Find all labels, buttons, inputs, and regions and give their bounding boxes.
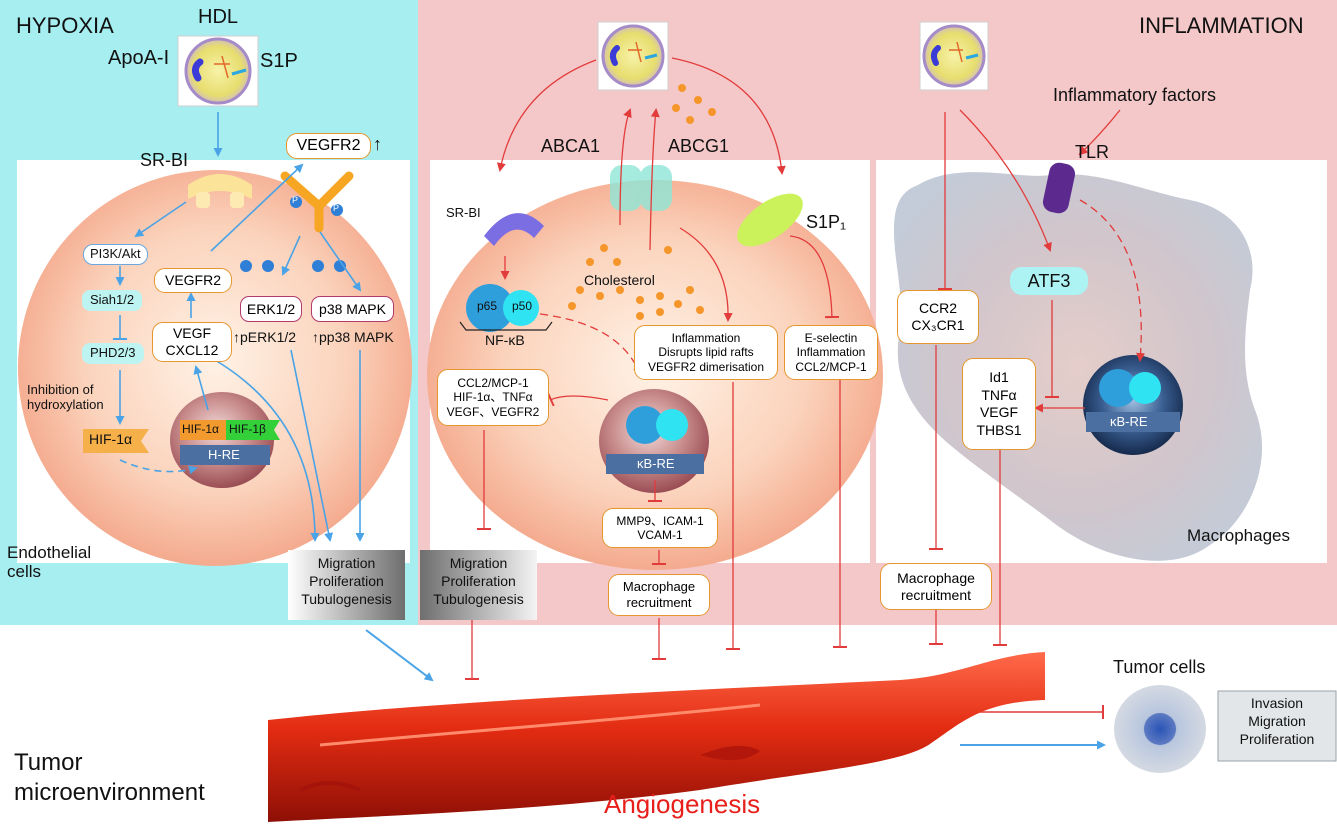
abca1-abcg1-transporter xyxy=(610,165,672,211)
ccl2-box: CCL2/MCP-1 HIF-1α、TNFα VEGF、VEGFR2 xyxy=(437,369,549,426)
abca1-label: ABCA1 xyxy=(541,136,601,156)
hif1b-label: HIF-1β xyxy=(229,422,266,436)
tumor-cell xyxy=(1114,685,1206,773)
tlr-label: TLR xyxy=(1075,142,1110,162)
tumor-cells-label: Tumor cells xyxy=(1113,657,1206,677)
pp38-label: ↑pp38 MAPK xyxy=(312,329,394,345)
outcome-box-middle xyxy=(420,550,537,620)
perk-label: ↑pERK1/2 xyxy=(233,329,297,345)
s1p1-label: S1P₁ xyxy=(806,212,847,232)
mmp9-box: MMP9、ICAM-1 VCAM-1 xyxy=(602,508,718,548)
middle-outcome-text: Migration Proliferation Tubulogenesis xyxy=(433,555,524,608)
hdl-particle xyxy=(177,35,259,107)
endothelial-label: Endothelial cells xyxy=(7,543,92,582)
outcome-box-hypoxia xyxy=(288,550,405,620)
pi3k-akt-node: PI3K/Akt xyxy=(83,244,148,265)
p50-subunit xyxy=(503,290,539,326)
phosphate-label: P xyxy=(292,195,299,205)
abcg1-label: ABCG1 xyxy=(668,136,730,156)
p50-label: p50 xyxy=(512,299,533,313)
blood-vessel xyxy=(268,652,1045,822)
hdl-particle-2 xyxy=(597,21,669,91)
vegfr2-box: VEGFR2 xyxy=(154,268,232,293)
erk-node: ERK1/2 xyxy=(240,296,302,322)
cholesterol-dots xyxy=(568,84,716,320)
atf3-node: ATF3 xyxy=(1010,267,1088,296)
p65-subunit xyxy=(466,284,514,332)
phosphate-label: P xyxy=(333,203,340,213)
inhibition-label: Inhibition of hydroxylation xyxy=(27,382,104,412)
hypoxia-outcome-text: Migration Proliferation Tubulogenesis xyxy=(301,555,392,608)
id1-box: Id1 TNFα VEGF THBS1 xyxy=(962,358,1036,450)
cholesterol-label: Cholesterol xyxy=(584,272,655,288)
s1p-label: S1P xyxy=(260,50,298,72)
hif1a-complex-label: HIF-1α xyxy=(182,422,219,436)
apoa1-label: ApoA-I xyxy=(108,47,170,69)
srbi-label-2: SR-BI xyxy=(446,205,481,220)
hif1a-label: HIF-1α xyxy=(89,431,133,447)
vegfr2-top-box: VEGFR2 xyxy=(286,133,371,159)
inflammation-title: INFLAMMATION xyxy=(1139,13,1304,38)
p65-label: p65 xyxy=(477,299,498,313)
endothelial-cell xyxy=(18,170,412,566)
p38-node: p38 MAPK xyxy=(311,296,394,322)
vegf-cxcl12-box: VEGF CXCL12 xyxy=(152,322,232,362)
tumor-outcome-box: Invasion Migration Proliferation xyxy=(1239,695,1315,748)
macrophage-nucleus xyxy=(1083,355,1183,455)
nfkb-label: NF-κB xyxy=(485,332,525,348)
s1p1-receptor xyxy=(737,193,803,247)
hdl-label: HDL xyxy=(198,6,239,28)
macrophage-recruitment-box-2: Macrophage recruitment xyxy=(880,563,992,610)
ccr2-box: CCR2 CX₃CR1 xyxy=(897,290,979,344)
up-arrow: ↑ xyxy=(373,134,382,154)
eselectin-box: E-selectin Inflammation CCL2/MCP-1 xyxy=(784,325,878,380)
macrophage-cell xyxy=(893,172,1263,561)
macrophages-label: Macrophages xyxy=(1187,526,1291,545)
hre-label: H-RE xyxy=(208,447,240,462)
tlr-receptor xyxy=(1042,162,1076,214)
srbi-receptor-2 xyxy=(484,213,544,246)
hypoxia-title: HYPOXIA xyxy=(16,13,114,38)
srbi-label: SR-BI xyxy=(140,150,189,170)
kbre-label-2: κB-RE xyxy=(1110,414,1148,429)
tumor-microenvironment-label: Tumor microenvironment xyxy=(14,749,205,806)
angiogenesis-label: Angiogenesis xyxy=(604,789,761,819)
phd-node: PHD2/3 xyxy=(82,343,144,364)
siah-node: Siah1/2 xyxy=(82,290,143,311)
inflammatory-factors-label: Inflammatory factors xyxy=(1053,85,1217,105)
macrophage-recruitment-box: Macrophage recruitment xyxy=(608,574,710,616)
kbre-label: κB-RE xyxy=(637,456,675,471)
hdl-particle-3 xyxy=(919,21,989,91)
lipid-raft-box: Inflammation Disrupts lipid rafts VEGFR2… xyxy=(634,325,778,380)
